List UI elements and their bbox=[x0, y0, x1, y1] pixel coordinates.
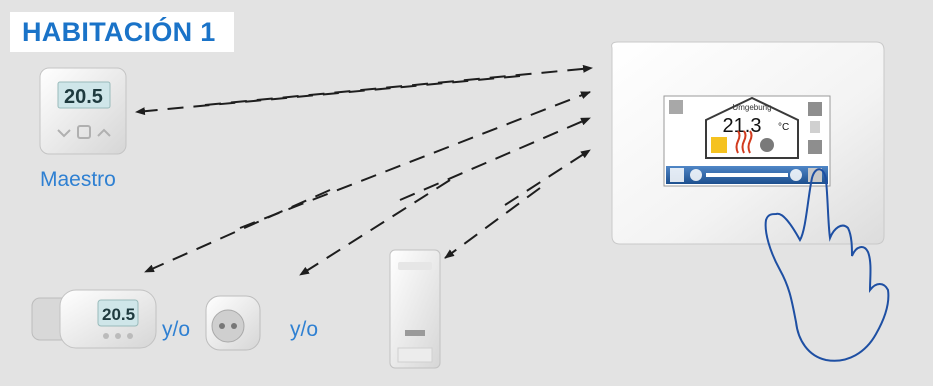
arrow-panel-to-master bbox=[136, 76, 520, 112]
arrow-master-to-panel bbox=[205, 68, 592, 105]
control-panel-device: Umgebung 21.3 °C bbox=[612, 42, 884, 244]
screen-title: Umgebung bbox=[732, 103, 771, 112]
svg-text:20.5: 20.5 bbox=[64, 86, 103, 108]
room-title: HABITACIÓN 1 bbox=[10, 12, 234, 52]
connector-label-1: y/o bbox=[162, 318, 190, 342]
arrow-panel-to-relay bbox=[445, 188, 540, 258]
arrow-relay-to-panel bbox=[505, 150, 590, 205]
arrow-plug-to-panel bbox=[400, 118, 590, 200]
panel-temperature-unit: °C bbox=[778, 122, 789, 133]
relay-module-device bbox=[390, 250, 440, 368]
master-label: Maestro bbox=[40, 168, 116, 192]
master-thermostat-device: 20.5 bbox=[40, 68, 126, 154]
smart-plug-device bbox=[206, 296, 260, 350]
radiator-valve-device: 20.5 bbox=[32, 290, 156, 348]
panel-temperature: 21.3 bbox=[723, 115, 762, 137]
svg-text:20.5: 20.5 bbox=[102, 305, 135, 324]
connector-label-2: y/o bbox=[290, 318, 318, 342]
connection-arrows bbox=[136, 68, 592, 275]
arrow-panel-to-valve bbox=[145, 190, 330, 272]
